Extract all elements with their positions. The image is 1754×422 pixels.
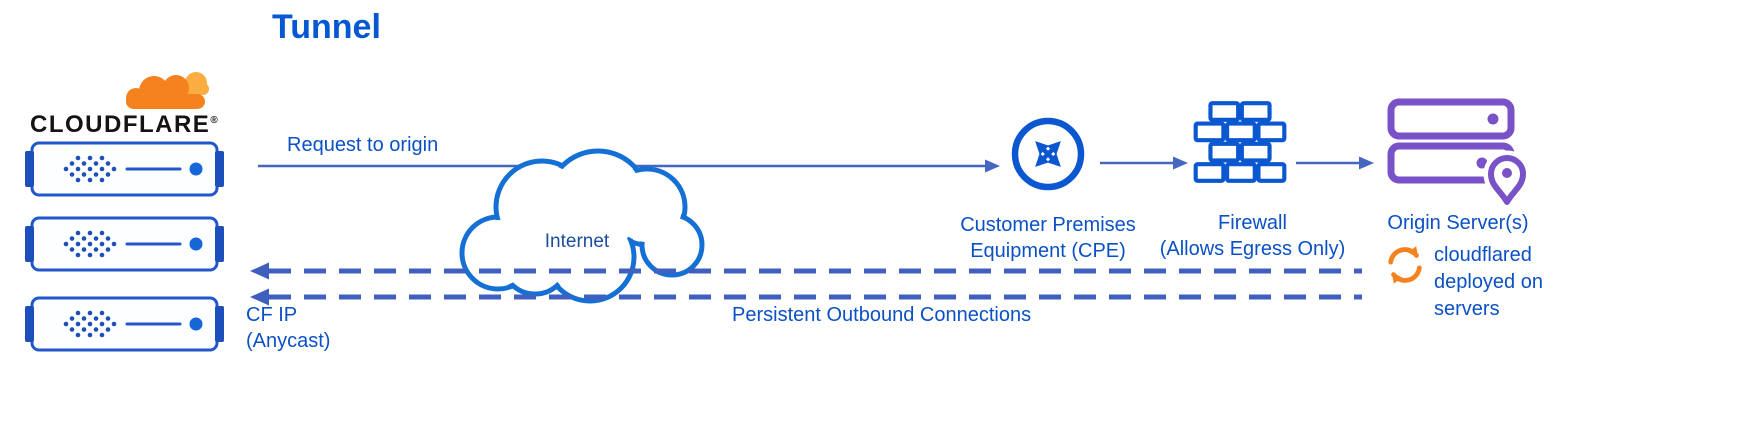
request-to-origin-label: Request to origin (287, 134, 439, 156)
cloudflared-label-line2: deployed on (1434, 271, 1543, 293)
registered-mark: ® (210, 115, 220, 126)
location-pin-icon (1488, 155, 1526, 205)
cf-ip-label: CF IP (Anycast) (246, 302, 366, 354)
cloudflared-label-line3: servers (1434, 298, 1500, 320)
cpe-label: Customer Premises Equipment (CPE) (942, 212, 1154, 264)
cloudflared-label: cloudflared deployed on servers (1434, 242, 1574, 323)
firewall-icon (1193, 101, 1287, 183)
cloudflare-wordmark: CLOUDFLARE® (30, 111, 238, 139)
internet-label: Internet (544, 231, 610, 252)
cpe-label-line1: Customer Premises (960, 214, 1136, 236)
firewall-label-line2: (Allows Egress Only) (1159, 238, 1346, 260)
page-title: Tunnel (272, 8, 381, 46)
firewall-label-line1: Firewall (1218, 212, 1287, 234)
cloudflare-logo-icon (126, 72, 209, 109)
persistent-connections-label: Persistent Outbound Connections (732, 304, 1032, 326)
cf-ip-label-line2: (Anycast) (246, 330, 331, 352)
origin-servers-label: Origin Server(s) (1387, 212, 1529, 234)
cloudflared-label-line1: cloudflared (1434, 244, 1532, 266)
edge-server-icon-1 (23, 141, 226, 197)
cloudflare-wordmark-text: CLOUDFLARE (30, 111, 211, 138)
firewall-label: Firewall (Allows Egress Only) (1145, 210, 1360, 262)
cpe-label-line2: Equipment (CPE) (970, 240, 1126, 262)
internet-cloud-icon (459, 148, 705, 304)
cloudflared-sync-icon (1388, 246, 1422, 284)
origin-server-icon (1387, 98, 1526, 206)
edge-server-icon-2 (23, 216, 226, 272)
edge-server-icon-3 (23, 296, 226, 352)
cpe-router-icon (1011, 117, 1085, 191)
cf-ip-label-line1: CF IP (246, 304, 298, 326)
